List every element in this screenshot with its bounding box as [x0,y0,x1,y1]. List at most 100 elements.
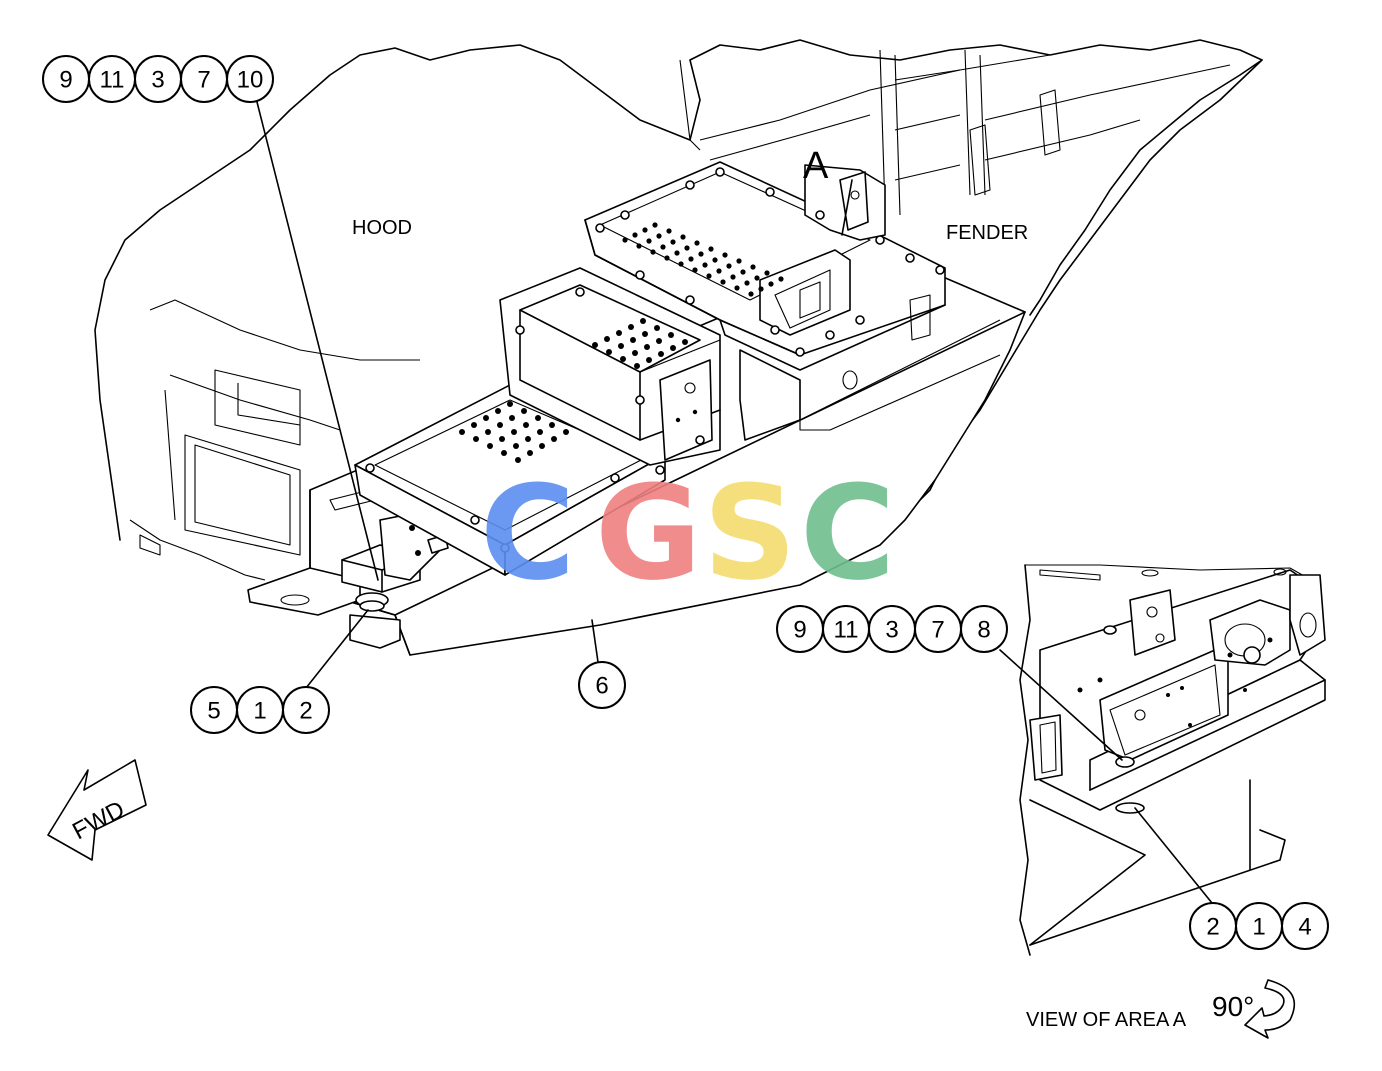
perforation-hole [684,245,690,251]
callout-number: 1 [253,698,266,725]
bolt-head [575,287,585,297]
perforation-hole [499,436,505,442]
bolt-head [620,210,630,220]
perforation-hole [616,330,622,336]
perforation-hole [778,276,784,282]
perforation-hole [515,457,521,463]
bolt-head [815,210,825,220]
bolt-head [795,347,805,357]
bolt-head [515,325,525,335]
perforation-hole [632,232,638,238]
perforation-hole [495,408,501,414]
perforation-hole [680,234,686,240]
perforation-hole [642,227,648,233]
perforation-hole [539,443,545,449]
perforation-hole [592,342,598,348]
callout-rail-1: 6 [578,661,626,709]
bolt-head [635,395,645,405]
callout-circle [578,661,626,709]
callout-number: 7 [931,617,944,644]
watermark: C G S C [480,457,895,609]
perforation-hole [754,275,760,281]
callout-detail-top-5: 8 [960,605,1008,653]
callout-number: 10 [237,67,264,94]
callout-number: 5 [207,698,220,725]
fender-label: FENDER [946,222,1028,244]
callout-number: 8 [977,617,990,644]
fwd-arrow-icon: FWD [47,759,147,861]
perforation-hole [656,233,662,239]
rotation-label: 90° [1212,991,1254,1022]
perforation-hole [748,291,754,297]
perforation-hole [473,436,479,442]
bolt-head [365,463,375,473]
bolt-head [715,167,725,177]
perforation-hole [658,351,664,357]
callout-mount-left-1: 5 [190,686,238,734]
callout-number: 6 [595,673,608,700]
callout-mount-left-2: 1 [236,686,284,734]
perforation-hole [664,255,670,261]
callout-circle [282,686,330,734]
perforation-hole [744,280,750,286]
perforation-hole [678,261,684,267]
callout-number: 3 [885,617,898,644]
watermark-letter-4: C [800,457,895,609]
perforation-hole [646,238,652,244]
perforation-hole [668,332,674,338]
callout-detail-top-1: 9 [776,605,824,653]
hood-label: HOOD [352,217,412,239]
callout-number: 9 [793,617,806,644]
bolt-head [765,187,775,197]
perforation-hole [459,429,465,435]
callout-detail-bottom-3: 4 [1281,902,1329,950]
perforation-hole [654,325,660,331]
callout-detail-top-2: 11 [822,605,870,653]
perforation-hole [618,343,624,349]
watermark-letter-3: S [703,457,797,609]
bolt-head [595,223,605,233]
callout-detail-bottom-2: 1 [1235,902,1283,950]
perforation-hole [501,450,507,456]
perforation-hole [563,429,569,435]
perforation-hole [511,429,517,435]
bolt-head [685,295,695,305]
perforation-hole [688,256,694,262]
perforation-hole [632,350,638,356]
bolt-head [655,465,665,475]
perforation-hole [650,249,656,255]
perforation-hole [734,285,740,291]
perforation-hole [642,331,648,337]
callout-top-left-3: 3 [134,55,182,103]
mount-bracket [341,509,449,612]
bolt-head [695,435,705,445]
callout-circle [1281,902,1329,950]
perforation-hole [652,222,658,228]
callout-top-left-4: 7 [180,55,228,103]
perforation-hole [622,237,628,243]
control-box [584,161,1001,441]
bolt-head [610,473,620,483]
area-a-label: A [803,145,829,187]
perforation-hole [634,363,640,369]
callout-top-left-1: 9 [42,55,90,103]
callout-circle [960,605,1008,653]
perforation-hole [706,273,712,279]
callout-number: 2 [1206,914,1219,941]
perforation-hole [736,258,742,264]
callout-number: 2 [299,698,312,725]
hood-outline [94,39,1263,581]
callout-number: 7 [197,67,210,94]
perforation-hole [527,450,533,456]
perforation-hole [720,279,726,285]
bolt-head [825,330,835,340]
perforation-hole [712,257,718,263]
callout-detail-top-4: 7 [914,605,962,653]
perforation-hole [497,422,503,428]
perforation-hole [644,344,650,350]
callout-number: 9 [59,67,72,94]
perforation-hole [509,415,515,421]
